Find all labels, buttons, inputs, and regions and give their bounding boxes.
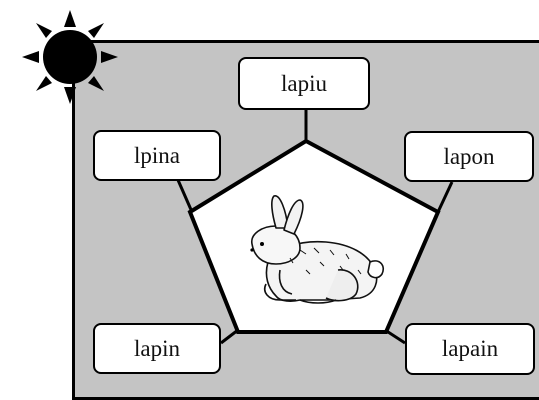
option-lapin[interactable]: lapin	[93, 323, 221, 374]
rabbit-eye	[260, 242, 264, 246]
option-lpina[interactable]: lpina	[93, 130, 221, 181]
connector-lines	[176, 110, 454, 345]
option-lapiu[interactable]: lapiu	[238, 57, 370, 110]
rabbit-nose	[250, 248, 254, 252]
connector-layer	[22, 10, 454, 345]
option-lapain[interactable]: lapain	[405, 323, 535, 375]
sun-icon	[22, 10, 118, 104]
option-lapon[interactable]: lapon	[404, 131, 534, 182]
rabbit-icon	[251, 195, 385, 304]
